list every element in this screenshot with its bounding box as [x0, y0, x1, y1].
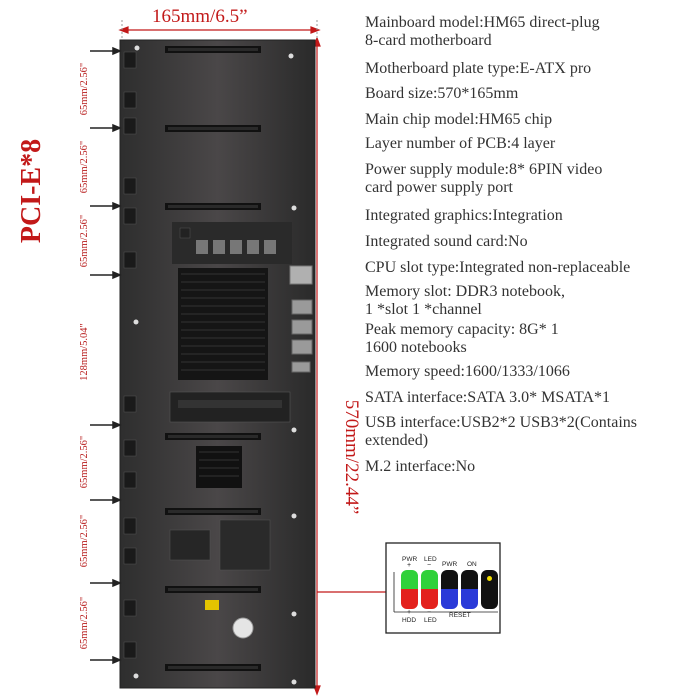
spec-chip-model: Main chip model:HM65 chip: [365, 111, 553, 128]
fp-label-reset: RESET: [449, 612, 471, 619]
pitch-label-5: 65mm/2.56": [79, 435, 90, 489]
length-label: 570mm/22.44”: [341, 399, 362, 515]
pin-blank: [481, 589, 498, 609]
pitch-label-6: 65mm/2.56": [79, 514, 90, 568]
spec-m2: M.2 interface:No: [365, 458, 476, 475]
spec-sound-card: Integrated sound card:No: [365, 233, 528, 250]
pin-pwr-on-2: [461, 570, 478, 589]
pcie-slot: [165, 46, 261, 53]
chipset-heatsink: [196, 446, 242, 488]
spec-pcb-layers: Layer number of PCB:4 layer: [365, 135, 556, 152]
spec-cpu-slot: CPU slot type:Integrated non-replaceable: [365, 259, 631, 276]
spec-board-size: Board size:570*165mm: [365, 85, 519, 102]
mounting-holes: [133, 45, 297, 685]
pin-hdd-led-minus: [421, 589, 438, 609]
msata-block: [219, 519, 271, 571]
spec-plate-type: Motherboard plate type:E-ATX pro: [365, 60, 592, 77]
pin-reset-1: [441, 589, 458, 609]
fp-label-pwr: PWR: [402, 556, 418, 563]
fp-label-led-bottom: LED: [424, 617, 437, 624]
memory-slot: [169, 391, 291, 423]
pitch-label-4: 128mm/5.04": [79, 323, 90, 381]
width-dimension-arrow: [118, 26, 321, 34]
pcie-slot: [165, 203, 261, 210]
pin-hdd-led-plus: [401, 589, 418, 609]
fp-label-led: LED: [424, 556, 437, 563]
pin-reset-2: [461, 589, 478, 609]
fp-sign-minus-top: −: [427, 562, 432, 569]
pcie-count-label: PCI-E*8: [16, 138, 47, 244]
pitch-label-2: 65mm/2.56": [79, 140, 90, 194]
width-label: 165mm/6.5”: [152, 6, 248, 27]
fp-label-pwr2: PWR: [442, 561, 458, 568]
pcie-slot: [165, 586, 261, 593]
spec-usb: USB interface:USB2*2 USB3*2(Contains ext…: [365, 414, 637, 449]
fp-label-on: ON: [467, 561, 477, 568]
spec-memory-speed: Memory speed:1600/1333/1066: [365, 363, 570, 380]
fp-sign-minus-bottom: −: [427, 609, 432, 616]
fp-sign-plus-top: +: [407, 562, 412, 569]
pitch-label-7: 65mm/2.56": [79, 596, 90, 650]
pin-key-dot: [487, 576, 492, 581]
fp-label-hdd: HDD: [402, 617, 417, 624]
spec-sata: SATA interface:SATA 3.0* MSATA*1: [365, 389, 611, 406]
vrm-chokes: [172, 222, 292, 264]
pin-pwr-led-plus: [401, 570, 418, 589]
spec-mainboard-model: Mainboard model:HM65 direct-plug 8-card …: [365, 14, 600, 49]
spec-memory-slot: Memory slot: DDR3 notebook, 1 *slot 1 *c…: [365, 283, 565, 318]
pcie-slot: [165, 508, 261, 515]
pitch-label-3: 65mm/2.56": [79, 214, 90, 268]
sata-block: [169, 529, 211, 561]
pcie-slot: [165, 433, 261, 440]
fp-sign-plus-bottom: +: [407, 609, 412, 616]
pcie-slot: [165, 664, 261, 671]
slot-pitch-markers: [90, 46, 122, 665]
spec-peak-memory: Peak memory capacity: 8G* 1 1600 noteboo…: [365, 321, 559, 356]
cpu-heatsink: [178, 268, 268, 380]
power-connectors: [123, 51, 137, 659]
front-panel-header: [205, 600, 219, 610]
rear-io-ports: [289, 265, 313, 373]
cmos-battery: [232, 617, 254, 639]
pitch-label-1: 65mm/2.56": [79, 62, 90, 116]
pin-pwr-on-1: [441, 570, 458, 589]
pcie-slot: [165, 125, 261, 132]
spec-power-supply: Power supply module:8* 6PIN video card p…: [365, 161, 603, 196]
pin-pwr-led-minus: [421, 570, 438, 589]
spec-integrated-graphics: Integrated graphics:Integration: [365, 207, 563, 224]
